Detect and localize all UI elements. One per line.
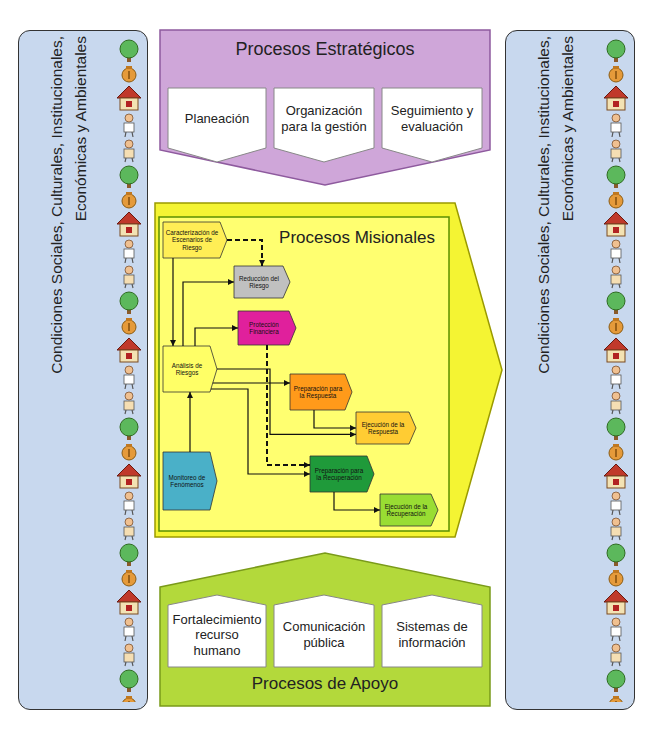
flow-step: Ejecución de la Respuesta xyxy=(356,412,416,444)
flow-connector xyxy=(227,240,262,266)
flow-connector xyxy=(183,282,234,346)
node-outline xyxy=(168,88,266,162)
flow-connector xyxy=(213,382,290,383)
node-outline xyxy=(168,595,266,667)
node-label: Protección Financiera xyxy=(240,321,288,335)
node-label: Preparación para la Respuesta xyxy=(292,385,344,399)
node-label: Procesos Misionales xyxy=(259,228,455,248)
process-group: Procesos EstratégicosPlaneación Organizac… xyxy=(160,30,490,185)
node-outline xyxy=(382,88,482,162)
icon-column xyxy=(599,38,633,702)
node-outline xyxy=(380,494,438,526)
process-group: Procesos de Apoyo Fortalecimiento recurso… xyxy=(160,553,490,706)
node-label: Ejecución de la Respuesta xyxy=(358,421,408,435)
node-label: Reducción del Riesgo xyxy=(236,275,282,289)
flow-connector xyxy=(211,389,310,474)
flow-connector xyxy=(314,410,356,428)
node-label: Sistemas de información xyxy=(385,619,479,650)
process-box: Organización para la gestión xyxy=(274,88,374,162)
node-label: Procesos de Apoyo xyxy=(160,674,490,694)
process-group: Procesos Misionales Caracterización de Es… xyxy=(155,203,502,537)
flow-step: Preparación para la Respuesta xyxy=(290,374,352,410)
node-label: Comunicación pública xyxy=(277,619,371,650)
node-label: Seguimiento y evaluación xyxy=(385,103,479,134)
node-label: Ejecución de la Recuperación xyxy=(382,503,430,517)
node-outline xyxy=(155,203,502,537)
icon-column xyxy=(112,38,146,702)
node-outline xyxy=(163,222,227,258)
process-box: Seguimiento y evaluación xyxy=(382,88,482,162)
node-outline xyxy=(234,266,290,298)
node-outline xyxy=(160,30,490,185)
flow-connector xyxy=(195,328,238,346)
node-outline xyxy=(160,553,490,706)
flow-step: Preparación para la Recuperación xyxy=(310,456,374,492)
flow-step: Ejecución de la Recuperación xyxy=(380,494,438,526)
node-outline xyxy=(310,456,374,492)
icon-strip xyxy=(112,38,146,702)
flow-connector xyxy=(334,492,380,510)
node-label: Monitoreo de Fenómenos xyxy=(165,474,209,488)
node-label: Caracterización de Escenarios de Riesgo xyxy=(165,229,219,250)
node-label: Procesos Estratégicos xyxy=(160,39,490,60)
flow-connector xyxy=(217,369,356,434)
flow-connector xyxy=(267,345,310,465)
node-outline xyxy=(274,88,374,162)
node-outline xyxy=(238,311,296,345)
icon-strip xyxy=(599,38,633,702)
node-label: Planeación xyxy=(185,111,249,127)
flow-connector xyxy=(172,258,173,346)
node-outline xyxy=(290,374,352,410)
process-box: Planeación xyxy=(168,88,266,162)
flow-connector xyxy=(189,392,190,452)
flow-step: Protección Financiera xyxy=(238,311,296,345)
flow-step: Reducción del Riesgo xyxy=(234,266,290,298)
node-outline xyxy=(163,452,217,510)
node-label: Fortalecimiento recurso humano xyxy=(171,612,263,659)
flow-step: Análisis de Riesgos xyxy=(163,346,217,392)
node-outline xyxy=(382,595,482,667)
node-label: Análisis de Riesgos xyxy=(165,362,209,376)
flow-step: Monitoreo de Fenómenos xyxy=(163,452,217,510)
process-box: Comunicación pública xyxy=(274,595,374,667)
flow-panel xyxy=(159,217,449,531)
process-box: Fortalecimiento recurso humano xyxy=(168,595,266,667)
process-box: Sistemas de información xyxy=(382,595,482,667)
node-label: Organización para la gestión xyxy=(277,103,371,134)
node-label: Condiciones Sociales, Culturales, Instit… xyxy=(45,36,93,436)
flow-step: Caracterización de Escenarios de Riesgo xyxy=(163,222,227,258)
node-label: Preparación para la Recuperación xyxy=(312,467,366,481)
node-outline xyxy=(356,412,416,444)
node-label: Condiciones Sociales, Culturales, Instit… xyxy=(532,36,580,436)
node-outline xyxy=(274,595,374,667)
node-outline xyxy=(163,346,217,392)
